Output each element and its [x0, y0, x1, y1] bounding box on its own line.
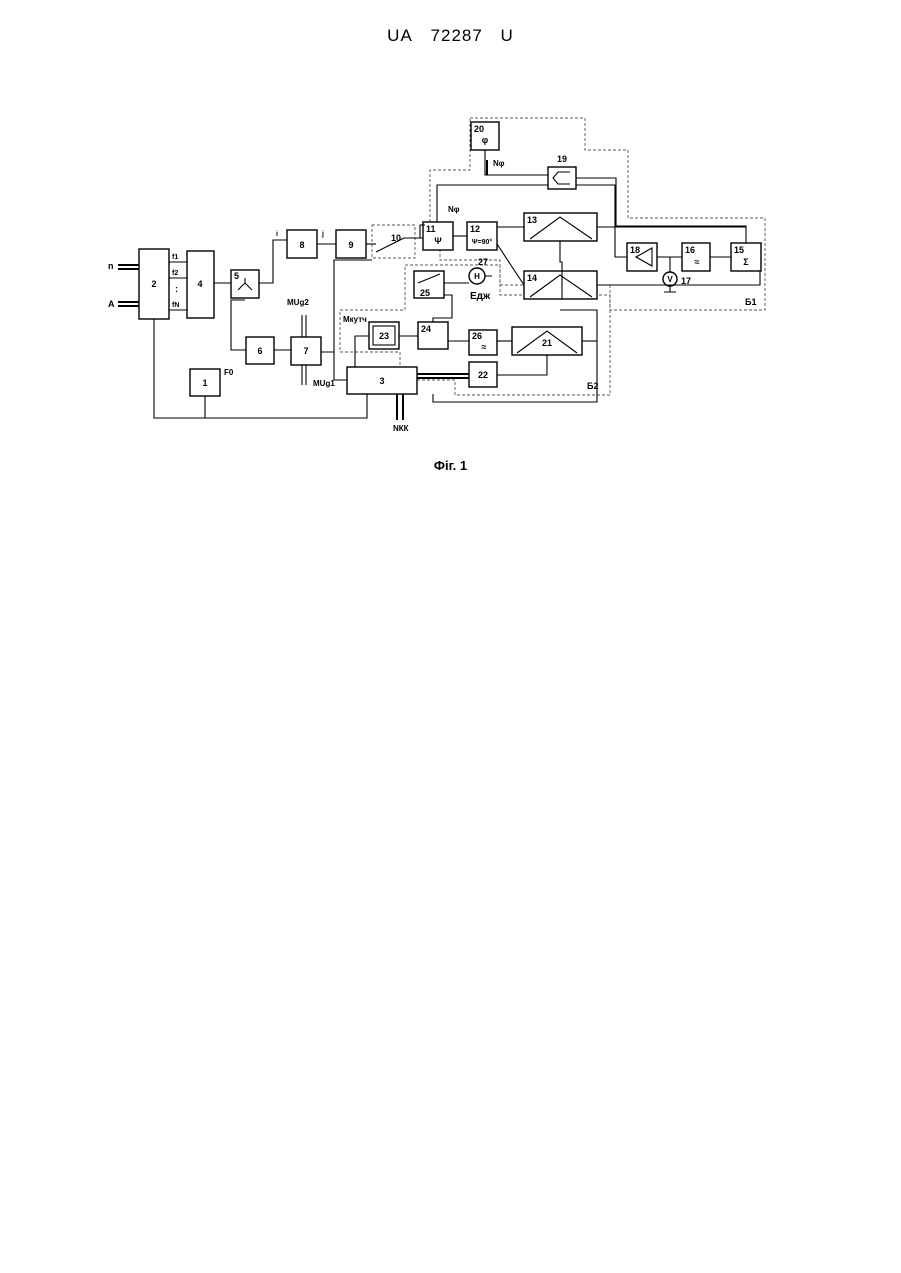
block-7-label: 7 [303, 346, 308, 356]
block-8-label: 8 [299, 240, 304, 250]
line-22-to-21 [497, 355, 547, 375]
block-21-label: 21 [542, 338, 552, 348]
line-5-to-6 [231, 300, 246, 350]
label-f2: f2 [172, 270, 178, 277]
line-5-to-8 [259, 240, 287, 283]
block-12-label: 12 [470, 224, 480, 234]
label-dots: : [175, 284, 178, 294]
line-7-to-3 [334, 352, 347, 380]
block-15-symbol: Σ [743, 257, 749, 267]
line-7-to-10 [321, 260, 372, 352]
line-mug1-to-7 [302, 365, 306, 385]
line-25-to-24 [433, 295, 452, 322]
label-f1: f1 [172, 254, 178, 261]
block-27-symbol: H [474, 272, 480, 281]
block-19 [548, 167, 576, 189]
line-2-to-3-bottom [154, 319, 367, 418]
block-17-symbol: V [667, 275, 673, 284]
block-22-label: 22 [478, 370, 488, 380]
label-n-input: n [108, 261, 114, 271]
line-3-to-22 [417, 374, 469, 378]
block-20-symbol: φ [482, 135, 489, 145]
block-26-symbol: ≈ [482, 342, 487, 352]
label-MUg1: MUg1 [313, 379, 335, 388]
block-27-label: 27 [478, 257, 488, 267]
label-B2: Б2 [587, 381, 598, 391]
block-24-label: 24 [421, 324, 431, 334]
block-16-symbol: ≈ [695, 257, 700, 267]
label-MUg2: MUg2 [287, 298, 309, 307]
block-23-label: 23 [379, 331, 389, 341]
block-18-label: 18 [630, 245, 640, 255]
block-16-label: 16 [685, 245, 695, 255]
line-mug2-to-7 [302, 315, 306, 337]
block-26-label: 26 [472, 331, 482, 341]
line-23-to-3 [355, 336, 369, 367]
input-a-arrow [118, 302, 139, 306]
line-12-to-14 [497, 244, 524, 285]
block-19-label: 19 [557, 154, 567, 164]
label-fN: fN [172, 302, 179, 309]
block-25-label: 25 [420, 288, 430, 298]
label-Mkut: Mкутч [343, 315, 367, 324]
label-a-input: A [108, 299, 115, 309]
block-5-label: 5 [234, 271, 239, 281]
line-nkk-to-3 [397, 394, 403, 420]
line-14-to-3 [433, 310, 597, 402]
label-Nkk: NКК [393, 424, 409, 433]
label-Nphi-top: Nφ [493, 159, 505, 168]
block-6-label: 6 [257, 346, 262, 356]
line-19-to-15 [576, 178, 746, 243]
block-11-symbol: Ψ [434, 236, 441, 246]
label-Nphi-mid: Nφ [448, 205, 460, 214]
block-4-label: 4 [197, 279, 202, 289]
block-12-symbol: Ψ=90° [472, 238, 493, 246]
block-2-label: 2 [151, 279, 156, 289]
block-15-label: 15 [734, 245, 744, 255]
label-tap-j: j [321, 231, 324, 238]
label-tap-i: i [276, 231, 278, 238]
block-11-label: 11 [426, 224, 436, 234]
label-F0: F0 [224, 368, 234, 377]
line-14-to-15 [597, 271, 760, 285]
block-20-label: 20 [474, 124, 484, 134]
block-3-label: 3 [379, 376, 384, 386]
label-B1: Б1 [745, 297, 756, 307]
figure-caption: Фіг. 1 [0, 458, 901, 473]
label-Edzh: Eдж [470, 291, 491, 302]
block-14-label: 14 [527, 273, 537, 283]
block-13-label: 13 [527, 215, 537, 225]
block-1-label: 1 [202, 378, 207, 388]
block-9-label: 9 [348, 240, 353, 250]
input-n-arrow [118, 265, 139, 269]
